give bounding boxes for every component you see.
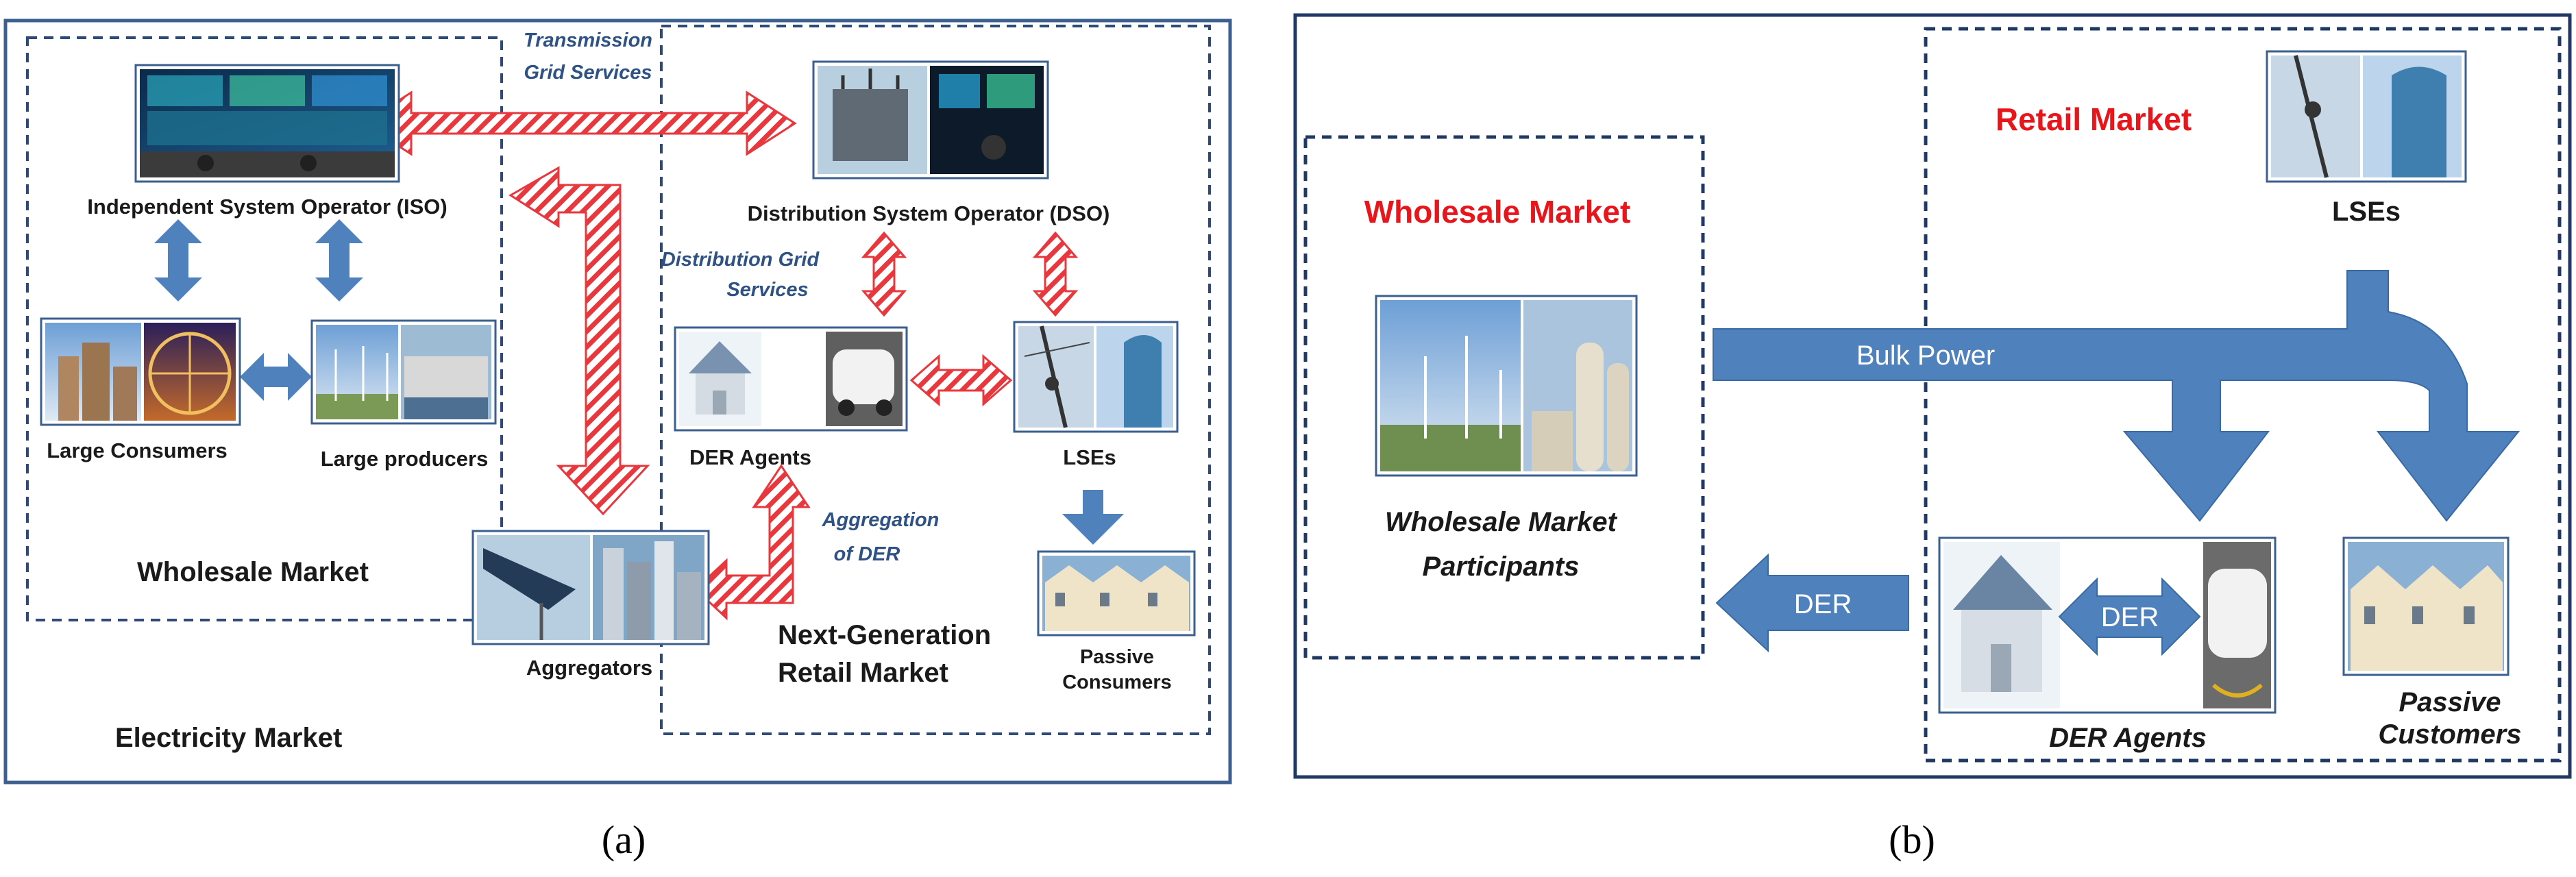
caption-a: (a) xyxy=(602,817,646,862)
der-lse-horizontal-arrow xyxy=(909,354,1013,407)
iso-aggregator-arrow xyxy=(508,166,650,516)
bulk-power-arrow xyxy=(1713,270,2520,522)
aggregation-annotation-line2: of DER xyxy=(834,543,900,565)
consumers-producers-arrow xyxy=(240,353,312,401)
transmission-grid-arrow xyxy=(361,90,797,156)
panel-a: Independent System Operator (ISO) Distri… xyxy=(3,18,1232,785)
lses-label-a: LSEs xyxy=(1063,445,1116,469)
lse-passive-arrow xyxy=(1062,490,1124,545)
wholesale-market-region-b xyxy=(1303,135,1705,660)
wholesale-participants-image xyxy=(1375,295,1638,477)
dso-label: Distribution System Operator (DSO) xyxy=(748,201,1110,225)
der-agents-label-a: DER Agents xyxy=(689,445,811,469)
electricity-market-label: Electricity Market xyxy=(115,723,342,753)
der-agents-image-b xyxy=(1938,536,2277,714)
passive-consumers-label-line1: Passive xyxy=(1080,646,1154,668)
retail-market-label-line1: Next-Generation xyxy=(778,620,991,650)
lses-label-b: LSEs xyxy=(2332,197,2401,227)
panel-b-frame xyxy=(1293,13,2572,779)
der-output-arrow xyxy=(1715,553,1909,653)
transmission-annotation-line2: Grid Services xyxy=(524,62,652,84)
iso-image xyxy=(134,64,400,183)
dso-lse-vertical-arrow xyxy=(1032,231,1079,317)
panel-b: Wholesale Market Retail Market LSEs Whol… xyxy=(1293,13,2572,779)
large-consumers-label: Large Consumers xyxy=(47,438,228,462)
bulk-power-label: Bulk Power xyxy=(1856,341,1995,371)
wholesale-market-region xyxy=(26,36,503,621)
large-consumers-image xyxy=(40,317,241,426)
aggregation-annotation-line1: Aggregation xyxy=(822,509,940,531)
iso-consumers-arrow xyxy=(154,219,202,301)
passive-customers-label-line2: Customers xyxy=(2379,719,2522,750)
wholesale-market-title-b: Wholesale Market xyxy=(1364,194,1631,230)
participants-label-line1: Wholesale Market xyxy=(1385,507,1618,537)
iso-label: Independent System Operator (ISO) xyxy=(87,195,447,219)
aggregators-label: Aggregators xyxy=(526,656,652,680)
der-agents-label-b: DER Agents xyxy=(2049,723,2207,753)
wholesale-market-label-a: Wholesale Market xyxy=(137,557,369,587)
lses-image-a xyxy=(1013,321,1179,433)
aggregators-image xyxy=(471,530,710,645)
der-output-label: DER xyxy=(1794,589,1852,619)
passive-consumers-label-line2: Consumers xyxy=(1062,671,1172,693)
large-producers-image xyxy=(310,319,497,425)
der-exchange-label: DER xyxy=(2101,602,2159,632)
electricity-market-frame xyxy=(3,18,1232,785)
passive-customers-label-line1: Passive xyxy=(2399,687,2501,717)
der-exchange-arrow xyxy=(2058,577,2201,656)
passive-consumers-image-a xyxy=(1037,550,1196,637)
distribution-annotation-line1: Distribution Grid xyxy=(661,249,820,271)
retail-market-label-line2: Retail Market xyxy=(778,658,948,688)
dso-image xyxy=(812,60,1049,180)
caption-b: (b) xyxy=(1889,817,1935,862)
passive-customers-image-b xyxy=(2342,536,2510,676)
der-agents-image-a xyxy=(674,326,908,432)
retail-market-region xyxy=(660,25,1211,735)
aggregation-of-der-arrow xyxy=(694,464,811,621)
retail-market-title-b: Retail Market xyxy=(1996,101,2192,137)
transmission-annotation-line1: Transmission xyxy=(524,29,652,51)
lses-image-b xyxy=(2266,50,2467,183)
iso-producers-arrow xyxy=(315,219,363,301)
large-producers-label: Large producers xyxy=(321,447,489,471)
distribution-annotation-line2: Services xyxy=(726,279,808,301)
retail-market-region-b xyxy=(1924,27,2562,763)
dso-der-vertical-arrow xyxy=(861,231,907,317)
participants-label-line2: Participants xyxy=(1423,552,1580,582)
